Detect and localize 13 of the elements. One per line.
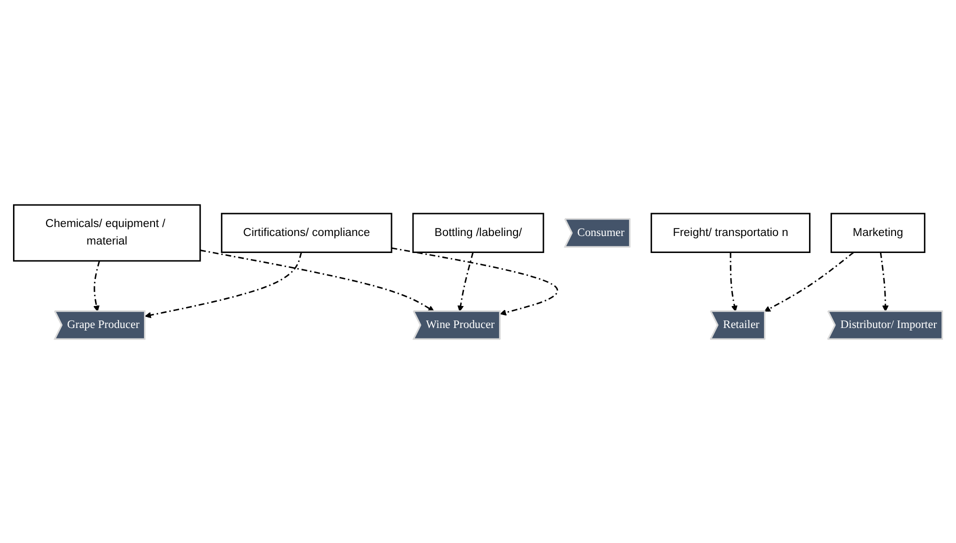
arrow <box>730 252 738 312</box>
arrow <box>200 249 434 312</box>
arrow <box>457 252 474 312</box>
node-box: Marketing <box>830 212 926 252</box>
node-box: Bottling /labeling/ <box>412 212 544 252</box>
node-box: Cirtifications/ compliance <box>220 212 392 252</box>
arrow <box>144 252 302 318</box>
node-box: Chemicals/ equipment / material <box>13 204 201 262</box>
arrow <box>93 260 100 312</box>
arrow <box>764 251 854 312</box>
arrow <box>391 246 558 316</box>
node-box: Freight/ transportatio n <box>650 212 810 252</box>
arrow <box>880 252 889 312</box>
